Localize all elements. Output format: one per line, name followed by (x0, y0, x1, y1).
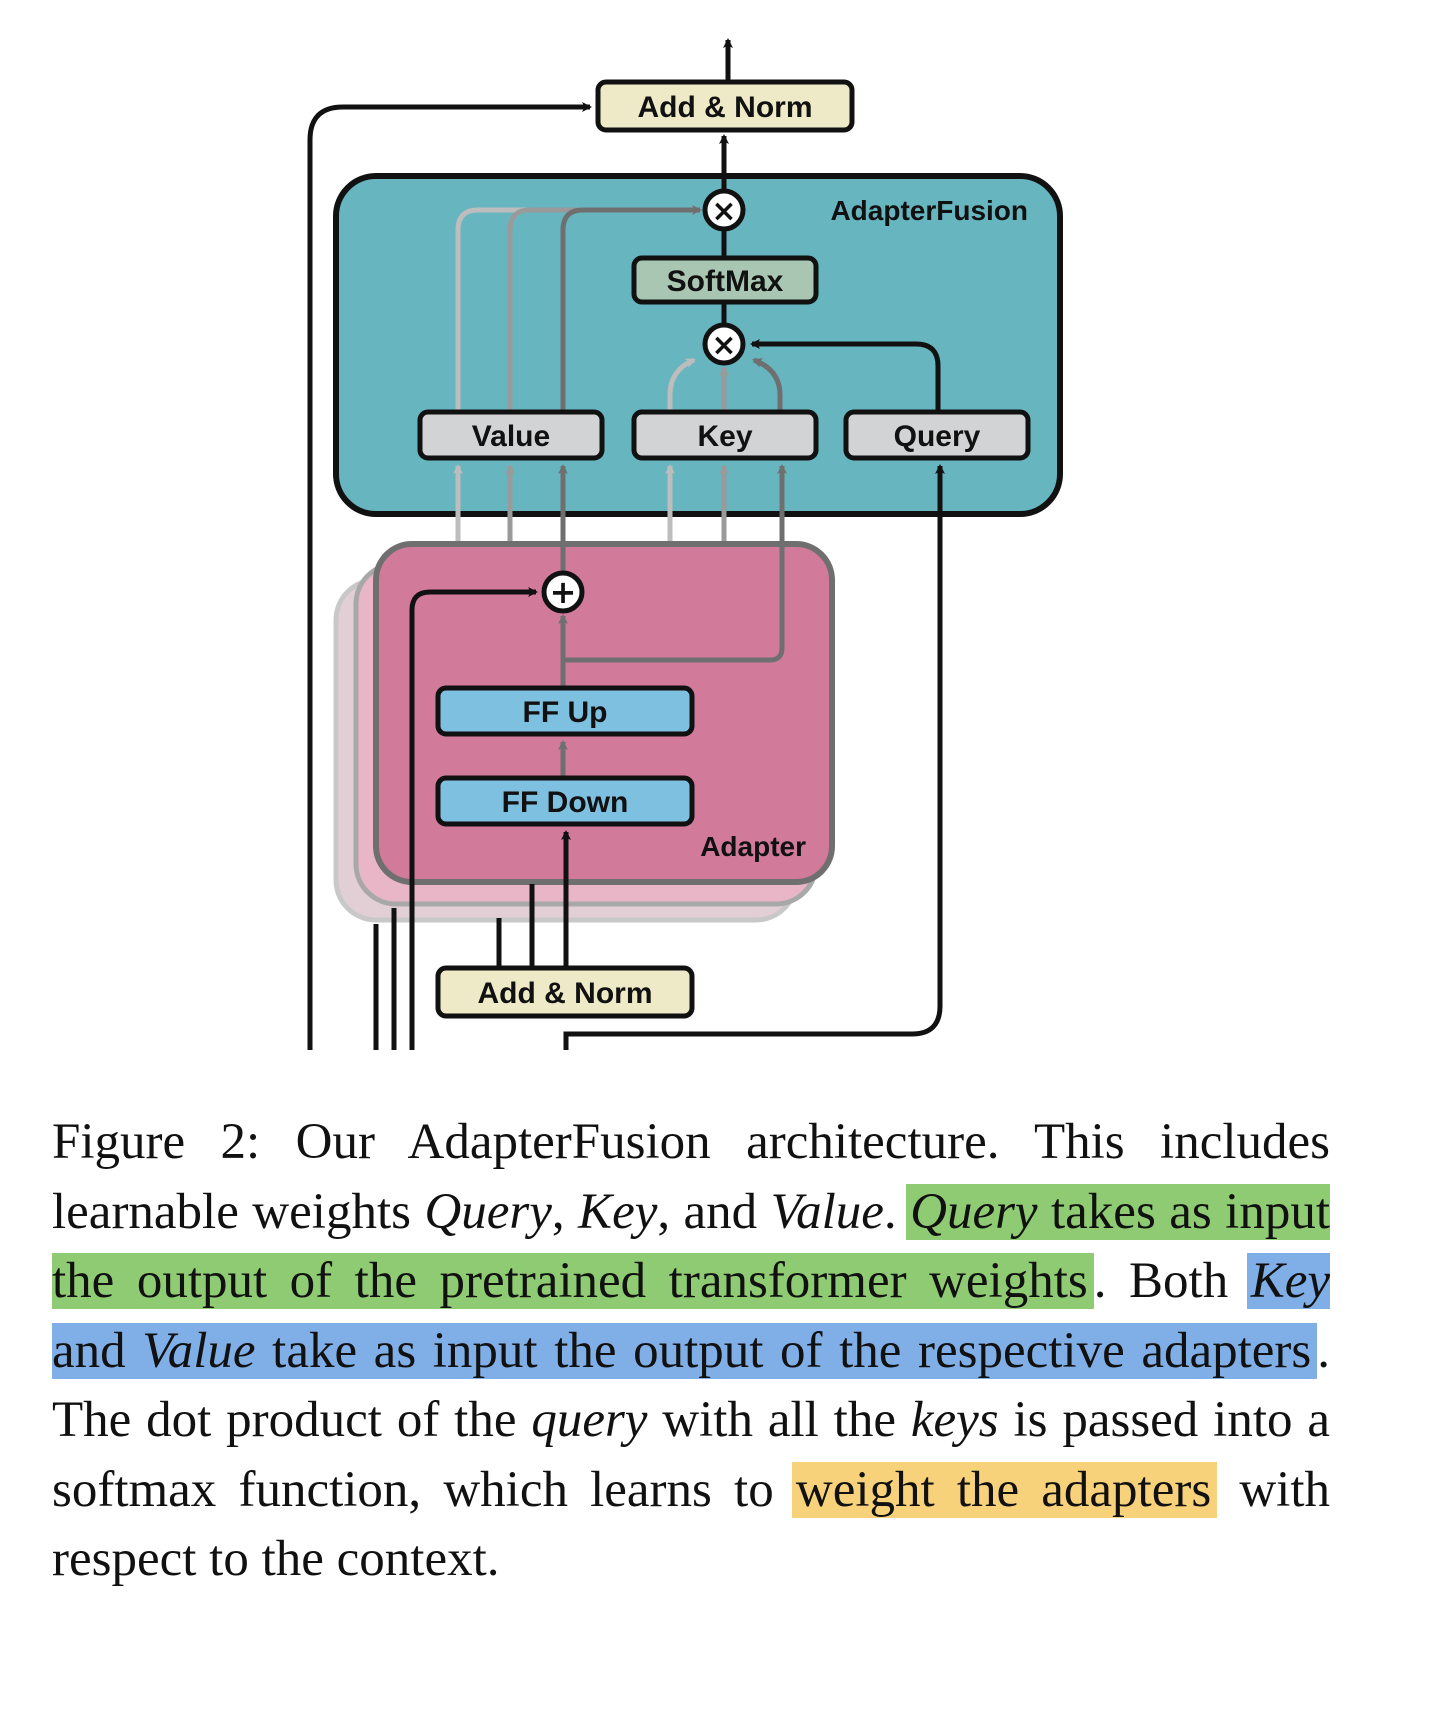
caption-key-term: Key (578, 1183, 658, 1240)
caption-text: Figure 2: Our AdapterFusion architecture… (52, 1114, 1330, 1240)
value-line-light (455, 205, 702, 412)
caption-query-term: query (531, 1392, 648, 1448)
query-box: Query (843, 409, 1031, 461)
adapterfusion-block (333, 173, 1063, 517)
svg-text:×: × (711, 194, 736, 229)
caption-text: with all the (647, 1392, 911, 1448)
value-line-mid (507, 205, 702, 412)
ff-up-box: FF Up (435, 685, 695, 737)
softmax-box: SoftMax (631, 255, 819, 305)
caption-text: , (551, 1183, 579, 1240)
ffup-to-key (560, 464, 787, 688)
bottom-add-norm-box: Add & Norm (435, 965, 695, 1019)
adapter-residual-add: + (541, 570, 585, 614)
highlight-key-value-text: and (52, 1322, 143, 1379)
key-line-dark (752, 357, 783, 412)
value-box: Value (417, 409, 605, 461)
weighted-sum-multiply: × (702, 188, 746, 232)
dot-product-multiply: × (702, 322, 746, 366)
svg-text:×: × (711, 328, 736, 363)
figure-caption: Figure 2: Our AdapterFusion architecture… (52, 1108, 1330, 1595)
key-box: Key (631, 409, 819, 461)
adapter-label: Adapter (700, 831, 806, 862)
addnorm-to-query (563, 464, 945, 1050)
caption-text: with respect to the context. (52, 1461, 1331, 1588)
caption-text: . Both (1093, 1253, 1251, 1309)
caption-text: . (883, 1183, 911, 1240)
svg-text:SoftMax: SoftMax (667, 265, 784, 298)
key-line-light (667, 357, 696, 412)
adapterfusion-label: AdapterFusion (830, 195, 1028, 226)
highlight-weight-adapters: weight the adapters (791, 1461, 1218, 1518)
highlight-key-value-text: take as input the output of the respecti… (255, 1322, 1312, 1379)
svg-text:Value: Value (472, 420, 550, 453)
caption-text: is passed into a softmax function, which… (52, 1392, 1330, 1518)
svg-text:Key: Key (697, 420, 752, 453)
svg-text:+: + (550, 573, 577, 611)
highlight-value-term: Value (142, 1322, 256, 1379)
svg-text:Add & Norm: Add & Norm (478, 977, 653, 1010)
top-add-norm-box: Add & Norm (595, 79, 855, 133)
caption-keys-term: keys (910, 1392, 999, 1448)
value-line-dark (560, 205, 702, 412)
highlight-key-term: Key (1250, 1253, 1330, 1309)
caption-value-term: Value (770, 1183, 884, 1240)
adapterfusion-diagram: Add & Norm AdapterFusion × SoftMax × Val… (307, 38, 1063, 1050)
ff-down-box: FF Down (435, 775, 695, 827)
caption-text: , and (657, 1183, 771, 1240)
residual-arrow-top (307, 102, 592, 1050)
svg-text:Add & Norm: Add & Norm (638, 91, 813, 124)
svg-text:FF Down: FF Down (502, 786, 629, 819)
caption-text: . The dot product of the (52, 1322, 1330, 1449)
highlight-query-term: Query (910, 1183, 1038, 1240)
caption-query-term: Query (424, 1183, 552, 1240)
svg-text:Query: Query (894, 420, 981, 453)
highlight-query-text: takes as input the output of the pretrai… (52, 1183, 1330, 1310)
query-to-multiply (750, 339, 941, 412)
residual-into-adapter (409, 587, 538, 1050)
svg-text:FF Up: FF Up (523, 696, 608, 729)
